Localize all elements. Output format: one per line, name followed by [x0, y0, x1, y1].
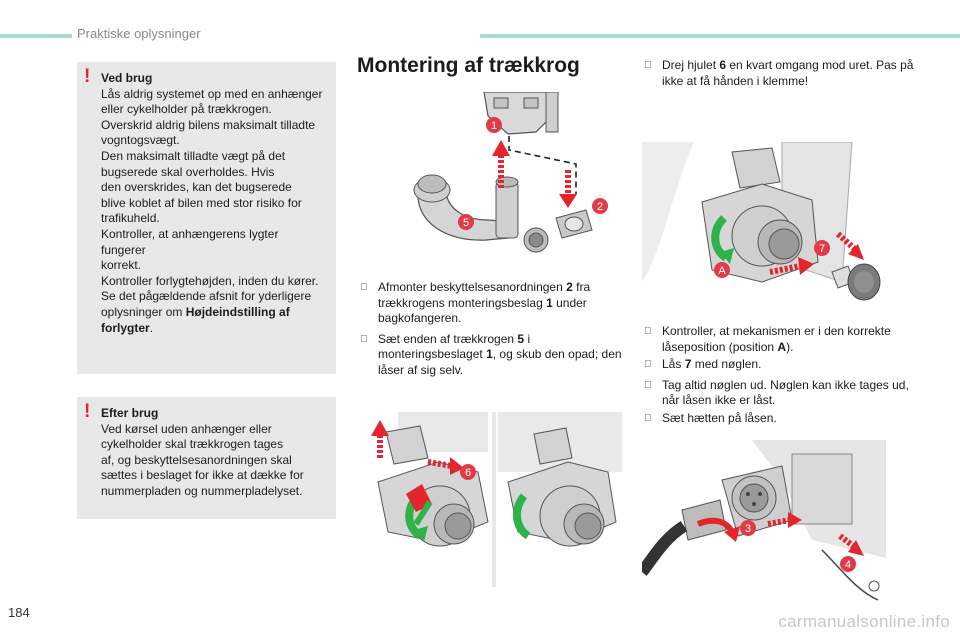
instruction-step:  Drej hjulet 6 en kvart omgang mod uret…: [644, 58, 914, 89]
instruction-step:  Afmonter beskyttelsesanordningen 2 fra…: [360, 280, 626, 327]
step-ref: 1: [486, 347, 493, 362]
watermark: carmanualsonline.info: [778, 612, 950, 631]
bullet-arrow-icon: : [644, 324, 652, 340]
warning-line: nummerpladen og nummerpladelyset.: [101, 483, 303, 498]
callout-6: 6: [465, 467, 471, 479]
warning-line: forlygter.: [101, 321, 326, 337]
instructions-right:  Kontroller, at mekanismen er i den kor…: [644, 324, 914, 432]
step-text: Drej hjulet: [662, 58, 720, 72]
step-text: under bagkofangeren.: [378, 295, 587, 326]
warning-line: Ved kørsel uden anhænger eller: [101, 421, 272, 436]
warning-line: blive koblet af bilen med stor risiko fo…: [101, 195, 302, 210]
warning-line: bugserede skal overholdes. Hvis: [101, 164, 275, 179]
step-text: ).: [786, 339, 794, 354]
cross-reference-link-cont[interactable]: forlygter: [101, 320, 150, 335]
callout-5: 5: [463, 217, 469, 229]
step-text: Tag altid nøglen ud. Nøglen kan ikke tag…: [662, 377, 909, 408]
warning-line: Lås aldrig systemet op med en anhænger: [101, 86, 323, 101]
warning-line: sættes i beslaget for ikke at dække for: [101, 468, 304, 483]
warning-box-usage: ! Ved brug Lås aldrig systemet op med en…: [77, 62, 336, 374]
callout-3: 3: [745, 523, 751, 535]
warning-line: af, og beskyttelsesanordningen skal: [101, 452, 292, 467]
step-text: Sæt hætten på låsen.: [662, 410, 777, 425]
section-title: Praktiske oplysninger: [77, 26, 201, 41]
illustration-wheel-rotation: 6: [371, 412, 622, 587]
cross-reference-link[interactable]: Højdeindstilling af: [185, 304, 290, 319]
instruction-step:  Tag altid nøglen ud. Nøglen kan ikke t…: [644, 378, 914, 409]
warning-line: korrekt.: [101, 258, 142, 273]
page-number: 184: [8, 605, 30, 620]
warning-line: trafikuheld.: [101, 211, 160, 226]
bullet-arrow-icon: : [360, 280, 368, 296]
warning-line: Se det pågældende afsnit for yderligere: [101, 289, 312, 304]
callout-1: 1: [491, 120, 497, 132]
header-rule-right: [480, 34, 960, 38]
bullet-arrow-icon: : [644, 411, 652, 427]
warning-line: Overskrid aldrig bilens maksimalt tillad…: [101, 117, 316, 132]
step-text: , og skub den opad; den låser af sig sel…: [378, 347, 622, 377]
callout-A: A: [718, 265, 726, 277]
warning-line: vogntogsvægt.: [101, 133, 180, 148]
instructions-right-top:  Drej hjulet 6 en kvart omgang mod uret…: [644, 58, 914, 94]
step-text: Kontroller, at mekanismen er i den korre…: [662, 324, 891, 354]
warning-title: Ved brug: [101, 71, 153, 85]
callout-4: 4: [845, 559, 851, 571]
header-rule-left: [0, 34, 72, 38]
step-text: Sæt enden af trækkrogen: [378, 331, 518, 346]
instructions-mid:  Afmonter beskyttelsesanordningen 2 fra…: [360, 280, 626, 384]
warning-line: Kontroller forlygtehøjden, inden du køre…: [101, 273, 319, 288]
bullet-arrow-icon: : [360, 332, 368, 348]
warning-line: oplysninger om Højdeindstilling af: [101, 305, 326, 321]
step-text: Lås: [662, 357, 685, 372]
warning-title: Efter brug: [101, 406, 159, 420]
step-text: en kvart omgang mod uret. Pas på ikke at…: [662, 58, 914, 88]
step-ref: A: [777, 339, 787, 354]
instruction-step:  Lås 7 med nøglen.: [644, 357, 914, 373]
illustration-socket-and-cable: 3 4: [642, 440, 886, 601]
warning-punct: .: [149, 320, 154, 335]
instruction-step:  Kontroller, at mekanismen er i den kor…: [644, 324, 914, 355]
illustration-lock-and-cap: 7 A: [642, 142, 881, 301]
step-text: Afmonter beskyttelsesanordningen: [378, 280, 567, 294]
step-text: fra trækkrogens monteringsbeslag: [378, 280, 591, 310]
bullet-arrow-icon: : [644, 378, 652, 394]
warning-icon: !: [84, 66, 91, 87]
callout-7: 7: [819, 243, 825, 255]
bullet-arrow-icon: : [644, 58, 652, 74]
step-text: med nøglen.: [691, 357, 762, 372]
illustration-tow-hook-mounting: 1 2 5: [413, 92, 608, 253]
warning-box-after-use: ! Efter brug Ved kørsel uden anhænger el…: [77, 397, 336, 519]
step-ref: 6: [719, 58, 727, 72]
step-ref: 2: [566, 280, 573, 294]
instruction-step:  Sæt hætten på låsen.: [644, 411, 914, 427]
step-ref: 1: [546, 295, 553, 310]
warning-text: oplysninger om: [101, 304, 183, 319]
step-ref: 7: [684, 357, 692, 372]
step-ref: 5: [517, 331, 525, 346]
warning-icon: !: [84, 401, 91, 422]
warning-line: cykelholder skal trækkrogen tages: [101, 437, 284, 452]
bullet-arrow-icon: : [644, 357, 652, 373]
page-heading: Montering af trækkrog: [357, 54, 580, 77]
instruction-step:  Sæt enden af trækkrogen 5 i monterings…: [360, 332, 626, 379]
step-text: i monteringsbeslaget: [378, 331, 531, 362]
callout-2: 2: [597, 201, 603, 213]
warning-line: Den maksimalt tilladte vægt på det: [101, 148, 286, 163]
warning-line: eller cykelholder på trækkrogen.: [101, 102, 272, 117]
warning-line: Kontroller, at anhængerens lygter funger…: [101, 226, 279, 257]
warning-line: den overskrides, kan det bugserede: [101, 180, 292, 195]
